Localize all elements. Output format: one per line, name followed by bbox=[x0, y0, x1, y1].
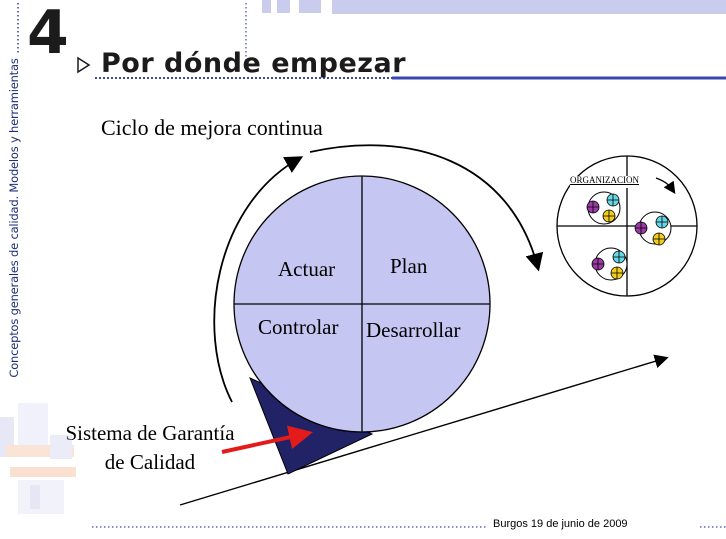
quadrant-plan: Plan bbox=[390, 254, 427, 279]
organization-label: ORGANIZACION bbox=[570, 175, 639, 185]
wedge-label: Sistema de Garantía de Calidad bbox=[50, 419, 250, 477]
wedge-label-line2: de Calidad bbox=[50, 448, 250, 477]
wedge-label-line1: Sistema de Garantía bbox=[50, 419, 250, 448]
footer-date: Burgos 19 de junio de 2009 bbox=[493, 518, 628, 530]
quadrant-controlar: Controlar bbox=[258, 315, 338, 340]
building-logo bbox=[0, 395, 80, 525]
quadrant-desarrollar: Desarrollar bbox=[366, 318, 460, 343]
quadrant-actuar: Actuar bbox=[278, 257, 335, 282]
